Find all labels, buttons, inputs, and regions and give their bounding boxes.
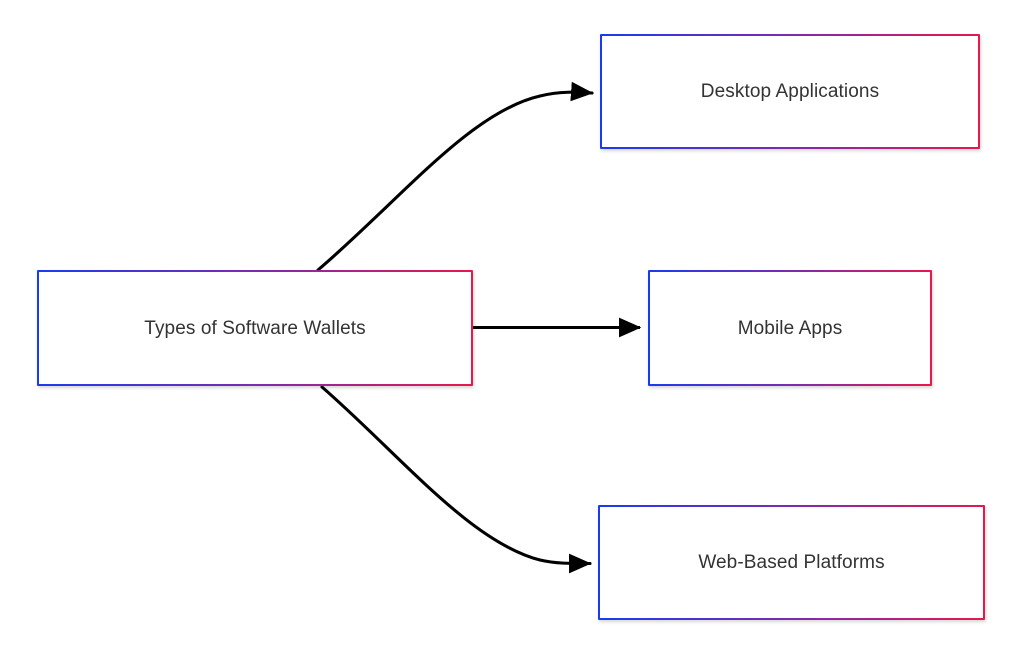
node-mobile-apps[interactable]: Mobile Apps	[648, 270, 932, 386]
node-root-label: Types of Software Wallets	[144, 317, 366, 339]
node-desktop-applications-body: Desktop Applications	[602, 36, 978, 147]
node-desktop-applications[interactable]: Desktop Applications	[600, 34, 980, 149]
node-web-based-platforms-body: Web-Based Platforms	[600, 507, 983, 618]
node-web-based-platforms[interactable]: Web-Based Platforms	[598, 505, 985, 620]
node-mobile-apps-label: Mobile Apps	[737, 317, 843, 339]
edge-root-desktop	[316, 81, 594, 272]
edge-root-web	[320, 385, 592, 574]
node-root[interactable]: Types of Software Wallets	[37, 270, 473, 386]
node-desktop-applications-label: Desktop Applications	[700, 81, 880, 102]
node-root-body: Types of Software Wallets	[39, 272, 471, 384]
node-mobile-apps-body: Mobile Apps	[650, 272, 930, 384]
node-web-based-platforms-label: Web-Based Platforms	[698, 552, 885, 573]
